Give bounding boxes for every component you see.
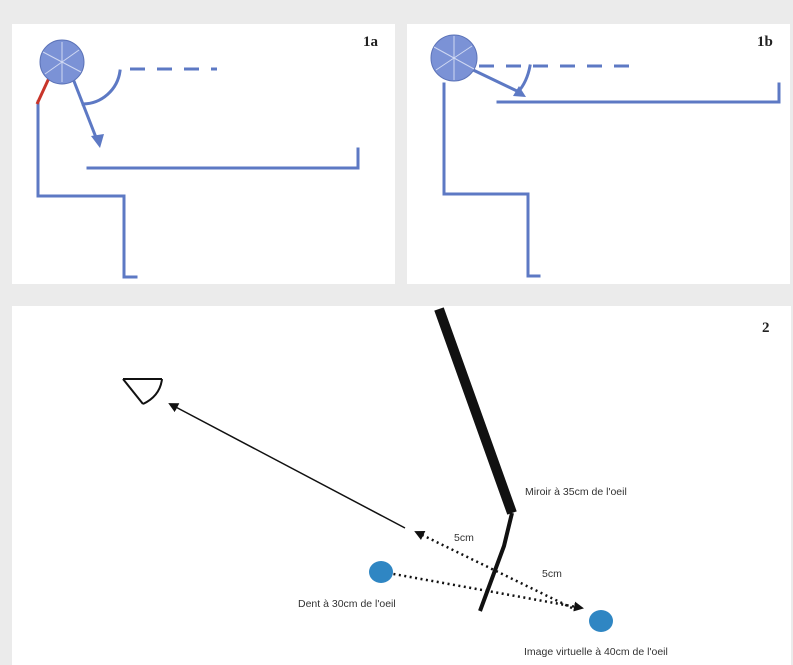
sight-line-to-eye: [168, 403, 406, 529]
mirror-handle: [434, 307, 517, 515]
mirror-optics-diagram: [122, 307, 613, 632]
panel-label: 1a: [363, 34, 378, 50]
mirror-label: Miroir à 35cm de l'oeil: [525, 486, 627, 498]
chair-body-outline: [442, 82, 541, 278]
distance-label-mirror: 5cm: [454, 532, 474, 544]
tooth-dot: [369, 561, 393, 583]
gaze-arrow-shaft: [466, 65, 522, 95]
gaze-arrow-head: [91, 134, 104, 148]
panel-1a: 1a: [12, 24, 395, 284]
distance-label-image: 5cm: [542, 568, 562, 580]
neck-red-line: [35, 77, 51, 105]
seated-posture-upright-figure: [430, 34, 781, 278]
head-icon: [39, 39, 85, 85]
eye-icon: [122, 378, 163, 405]
panel-2: 2 Miroir à 35cm de l'oeil 5cm 5cm Dent à…: [12, 306, 791, 665]
gaze-arrow-shaft: [68, 69, 99, 142]
dotted-ray-virtual-to-mirror: [414, 530, 573, 610]
tooth-label: Dent à 30cm de l'oeil: [298, 598, 396, 610]
panel-label: 1b: [757, 34, 773, 50]
mirror-head: [478, 512, 514, 612]
gaze-arrow-head: [513, 86, 526, 97]
virtual-image-dot: [589, 610, 613, 632]
panel-label: 2: [762, 320, 770, 336]
head-icon: [430, 34, 478, 82]
chair-body-outline: [36, 100, 138, 279]
virtual-image-label: Image virtuelle à 40cm de l'oeil: [524, 646, 668, 658]
seated-posture-bent-figure: [35, 39, 360, 279]
gaze-angle-arc: [81, 69, 122, 106]
panel-1b: 1b: [407, 24, 790, 284]
